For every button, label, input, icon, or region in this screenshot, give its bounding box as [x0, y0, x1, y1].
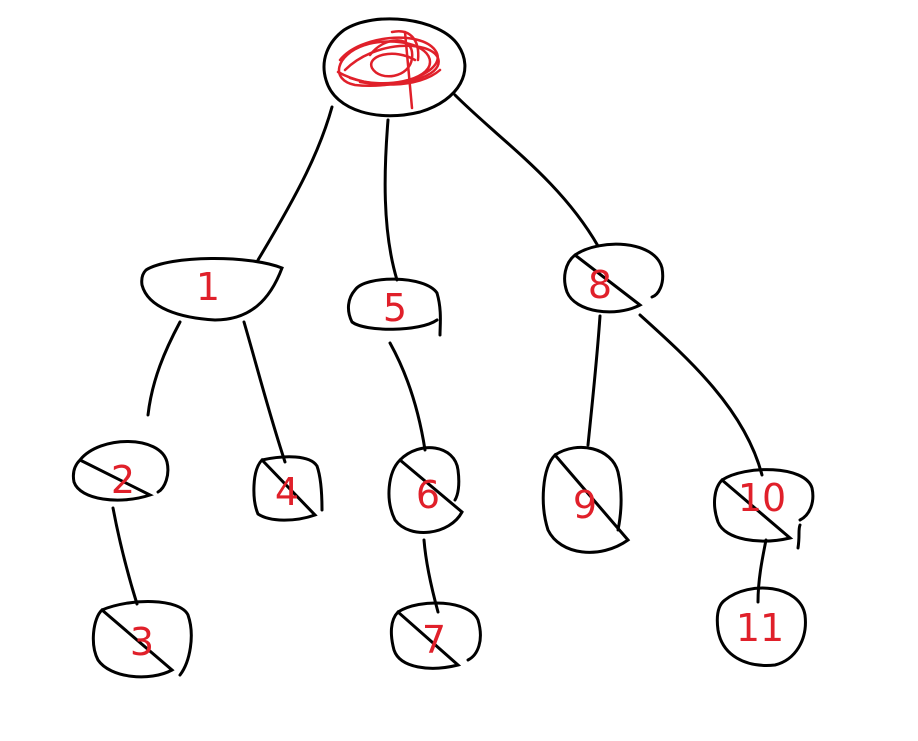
node-outline: [713, 468, 815, 550]
node-outline: [715, 586, 807, 667]
edge-5-6: [388, 341, 427, 452]
nodes: 1 5 8 2 4 6 9 10: [71, 17, 815, 679]
tree-node: 3: [91, 600, 193, 679]
tree-node: 8: [563, 242, 665, 314]
node-label: 4: [275, 470, 299, 514]
tree-node: 7: [389, 601, 482, 670]
tree-node: 10: [713, 468, 815, 550]
node-outline: [389, 601, 482, 670]
node-label: 10: [738, 476, 786, 520]
tree-node: 11: [715, 586, 807, 667]
node-label: 8: [588, 263, 612, 307]
node-label: 2: [111, 458, 135, 502]
node-outline: [71, 440, 170, 502]
edge-10-11: [756, 538, 768, 604]
edge-root-1: [256, 105, 334, 262]
tree-node: 9: [541, 446, 631, 554]
edge-root-5: [383, 118, 399, 282]
node-outline-root: [322, 17, 467, 118]
node-label: 1: [196, 265, 220, 309]
node-label: 3: [130, 620, 154, 664]
node-label: 6: [416, 473, 440, 517]
tree-node: 1: [140, 257, 284, 322]
tree-node-root: [322, 17, 467, 118]
node-outline: [252, 455, 324, 522]
node-outline: [541, 446, 631, 554]
node-outline: [387, 446, 464, 534]
edge-1-4: [242, 320, 287, 464]
node-label: 7: [422, 618, 446, 662]
edge-2-3: [111, 506, 139, 606]
tree-node: 2: [71, 440, 170, 502]
edges: [111, 93, 768, 614]
edge-root-8: [453, 93, 600, 248]
tree-node: 4: [252, 455, 324, 522]
edge-8-9: [586, 314, 602, 447]
node-outline: [140, 257, 284, 322]
edge-1-2: [146, 320, 182, 417]
node-label: 11: [736, 606, 784, 650]
edge-8-10: [638, 313, 764, 477]
tree-node: 5: [346, 277, 442, 337]
tree-node: 6: [387, 446, 464, 534]
node-outline: [346, 277, 442, 337]
node-label: 5: [383, 286, 407, 330]
edge-6-7: [422, 538, 440, 614]
node-label: 9: [573, 483, 597, 527]
node-outline: [563, 242, 665, 314]
root-scribble: [336, 29, 442, 110]
node-outline: [91, 600, 193, 679]
